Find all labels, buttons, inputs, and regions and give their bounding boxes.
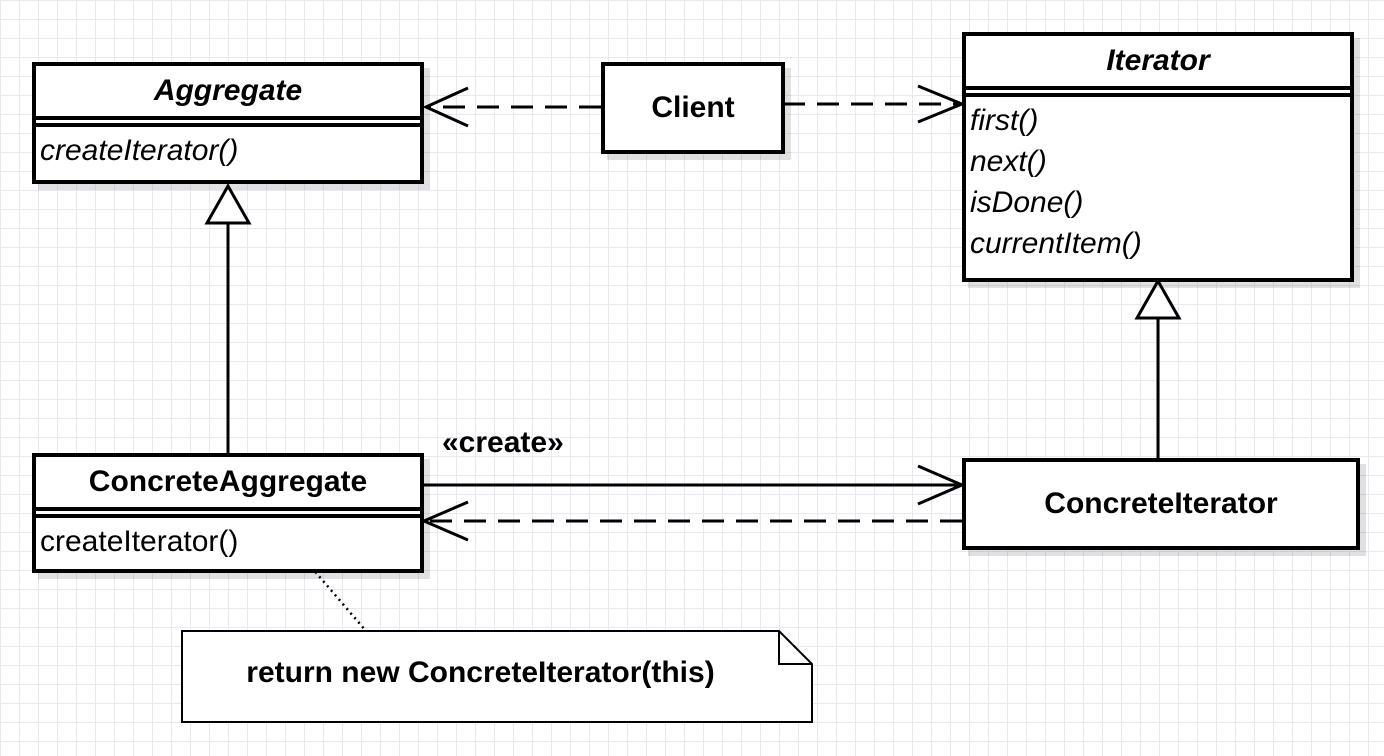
iterator-class[interactable]: Iterator first() next() isDone() current… (962, 32, 1354, 282)
concreteaggregate-class-name: ConcreteAggregate (88, 465, 368, 498)
concreteaggregate-operations: createIterator() (36, 518, 420, 564)
iterator-operation-next: next() (970, 145, 1047, 178)
client-class[interactable]: Client (601, 62, 785, 154)
concreteaggregate-class[interactable]: ConcreteAggregate createIterator() (32, 453, 424, 573)
iterator-operation-currentitem: currentItem() (970, 227, 1142, 260)
concreteiterator-class[interactable]: ConcreteIterator (962, 458, 1360, 550)
note-shape (181, 630, 813, 723)
aggregate-operations: createIterator() (36, 127, 420, 173)
concreteiterator-aggregate-arrowhead (420, 500, 469, 542)
iterator-generalization-triangle (1134, 277, 1182, 320)
concreteaggregate-attributes-separator (36, 507, 420, 518)
note-fold (778, 631, 812, 665)
client-aggregate-arrowhead (422, 86, 469, 128)
create-stereotype-label: «create» (442, 426, 564, 459)
aggregate-class-name: Aggregate (153, 74, 303, 107)
aggregate-class[interactable]: Aggregate createIterator() (32, 62, 424, 184)
client-class-name: Client (651, 91, 735, 124)
iterator-operations: first() next() isDone() currentItem() (966, 97, 1350, 266)
iterator-operation-first: first() (970, 104, 1039, 137)
concreteaggregate-operation: createIterator() (40, 525, 239, 558)
iterator-attributes-separator (966, 86, 1350, 97)
iterator-operation-isdone: isDone() (970, 186, 1084, 219)
aggregate-operation: createIterator() (40, 134, 239, 167)
note-text: return new ConcreteIterator(this) (246, 656, 715, 689)
concreteiterator-class-name: ConcreteIterator (1044, 487, 1278, 520)
aggregate-attributes-separator (36, 116, 420, 127)
aggregate-generalization-triangle (204, 182, 252, 225)
iterator-class-name: Iterator (1106, 44, 1210, 77)
